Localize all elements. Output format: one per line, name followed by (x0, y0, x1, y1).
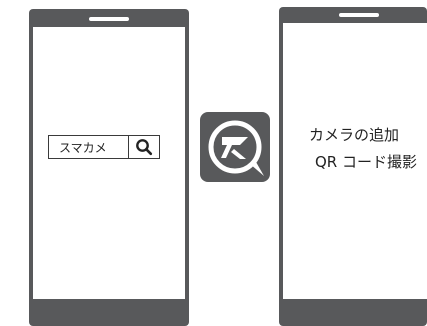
right-phone-speaker (339, 13, 379, 17)
qr-code-capture-label: QR コード撮影 (315, 153, 417, 171)
right-phone-screen (283, 23, 427, 299)
add-camera-label: カメラの追加 (309, 126, 400, 144)
smacame-app-icon[interactable] (200, 112, 270, 182)
left-phone (29, 9, 189, 326)
search-input[interactable]: スマカメ (49, 136, 129, 158)
smacame-app-logo-icon (208, 120, 264, 176)
search-box[interactable]: スマカメ (48, 135, 160, 159)
right-phone (279, 7, 427, 326)
search-button[interactable] (129, 136, 159, 158)
search-icon (136, 139, 153, 156)
left-phone-screen (33, 27, 185, 299)
left-phone-speaker (89, 17, 129, 21)
